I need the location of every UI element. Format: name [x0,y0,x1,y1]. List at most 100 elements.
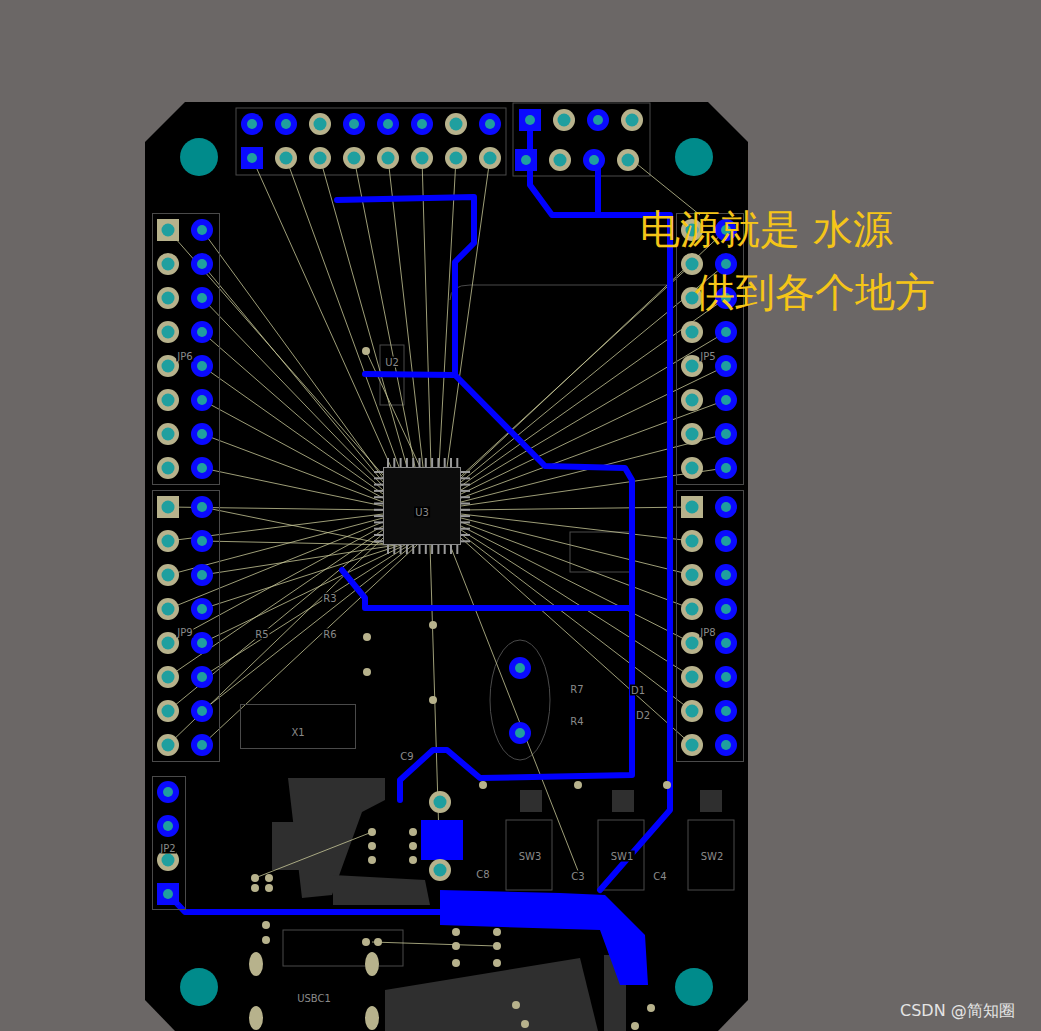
round-pad [587,109,609,131]
ratsnest-line [202,545,413,711]
chip-pin [406,545,408,554]
round-pad [715,457,737,479]
pin-pad [515,149,537,171]
pin-pad [157,781,179,803]
pin-pad [479,147,501,169]
square-pad [681,496,703,518]
round-pad [681,564,703,586]
drill-hole [686,428,699,441]
round-pad [191,253,213,275]
ratsnest-line [202,507,389,545]
pin-pad [429,791,451,813]
copper-region [700,790,722,812]
drill-hole [197,395,207,405]
pin-pad [715,355,737,377]
header-outline [236,108,506,175]
ratsnest [168,158,726,946]
power-pad [421,820,463,860]
chip-pin [374,496,383,498]
round-pad [343,147,365,169]
round-pad [681,666,703,688]
via [574,781,582,789]
drill-hole [721,395,731,405]
ratsnest-line [461,526,692,643]
drill-hole [721,638,731,648]
chip-pin [412,458,414,467]
drill-hole [686,258,699,271]
pin-pad [157,598,179,620]
part-designator: C9 [399,751,414,762]
round-pad [681,321,703,343]
round-pad [715,632,737,654]
drill-hole [721,740,731,750]
drill-hole [450,118,463,131]
chip-pin [461,503,470,505]
chip-pin [393,545,395,554]
drill-hole [163,821,173,831]
chip-pin [461,484,470,486]
drill-hole [162,603,175,616]
drill-hole [162,535,175,548]
round-pad [681,734,703,756]
pin-pad [681,389,703,411]
usb-shell-pad [365,952,379,976]
drill-hole [721,429,731,439]
part-designator: D1 [630,685,646,696]
pin-pad [377,147,399,169]
pin-pad [157,883,179,905]
part-designator: R4 [569,716,584,727]
copper-region [520,790,542,812]
pin-pad [681,457,703,479]
mounting-hole [675,968,713,1006]
ratsnest-line [461,507,692,510]
square-pad [515,149,537,171]
drill-hole [162,637,175,650]
pin-pad [157,253,179,275]
drill-hole [686,360,699,373]
drill-hole [558,114,571,127]
chip-pin [374,509,383,511]
drill-hole [197,570,207,580]
drill-hole [515,663,525,673]
drill-hole [686,535,699,548]
ratsnest-line [461,514,692,541]
square-pad [241,147,263,169]
round-pad [377,147,399,169]
ratsnest-line [388,158,423,467]
mounting-hole [180,138,218,176]
pin-pad [309,113,331,135]
drill-hole [686,569,699,582]
pin-pad [191,700,213,722]
drill-hole [626,114,639,127]
pin-pad [377,113,399,135]
round-pad [549,149,571,171]
round-pad [509,657,531,679]
usb-outline [283,930,403,966]
ratsnest-line [202,468,383,506]
drill-hole [721,327,731,337]
via [409,856,417,864]
via [368,828,376,836]
round-pad [715,321,737,343]
round-pad [715,355,737,377]
ratsnest-line [255,832,372,878]
pin-pad [715,734,737,756]
chip-pin [374,471,383,473]
part-designator: SW3 [518,851,543,862]
drill-hole [197,225,207,235]
drill-hole [721,672,731,682]
pin-pad [191,287,213,309]
via [452,942,460,950]
via [493,959,501,967]
pin-pad [715,632,737,654]
part-designator: X1 [290,727,305,738]
drill-hole [416,152,429,165]
drill-hole [515,728,525,738]
pin-pad [157,530,179,552]
pin-pad [191,321,213,343]
chip-pin [425,458,427,467]
via [363,668,371,676]
ratsnest-line [366,351,420,467]
